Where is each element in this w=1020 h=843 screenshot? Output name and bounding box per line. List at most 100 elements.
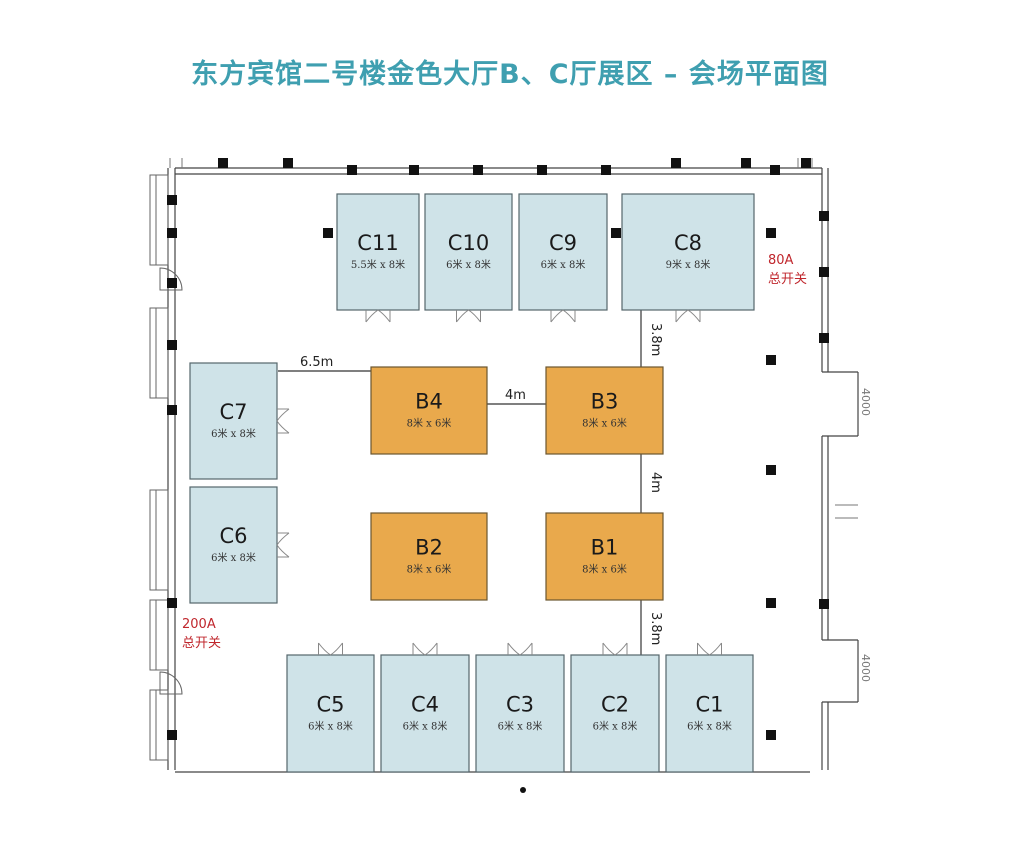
booth-size: 8米 x 6米	[582, 563, 627, 576]
booth-size: 6米 x 8米	[211, 551, 256, 564]
arch-dim-upper: 4000	[859, 388, 872, 416]
booth-c1[interactable]: C1 6米 x 8米	[665, 642, 754, 773]
booth-size: 9米 x 8米	[666, 258, 711, 271]
power-200a-label: 总开关	[182, 636, 221, 651]
booth-door-icon	[276, 532, 290, 558]
dim-b3-b1: 4m	[648, 472, 663, 493]
booth-rect	[570, 654, 660, 773]
pillar	[819, 333, 829, 343]
pillar	[167, 405, 177, 415]
pillar	[409, 165, 419, 175]
booth-c3[interactable]: C3 6米 x 8米	[475, 642, 565, 773]
booth-rect	[380, 654, 470, 773]
pillar	[167, 195, 177, 205]
booth-label: C3	[506, 693, 534, 717]
power-80a-amp: 80A	[768, 253, 794, 268]
pillar	[537, 165, 547, 175]
pillar	[766, 465, 776, 475]
booth-size: 6米 x 8米	[541, 258, 586, 271]
pillar	[167, 278, 177, 288]
booth-size: 8米 x 6米	[582, 417, 627, 430]
booth-door-icon	[318, 642, 343, 656]
booth-door-icon	[412, 642, 438, 656]
power-80a-label: 总开关	[768, 272, 807, 287]
left-door-units	[149, 174, 183, 761]
booth-size: 6米 x 8米	[498, 720, 543, 733]
pillar	[323, 228, 333, 238]
booth-c9[interactable]: C9 6米 x 8米	[518, 193, 608, 323]
booth-rect	[545, 512, 664, 601]
pillar	[218, 158, 228, 168]
booth-b1[interactable]: B1 8米 x 6米	[545, 512, 664, 601]
booth-rect	[545, 366, 664, 455]
booth-label: B2	[415, 536, 443, 560]
pillars	[167, 158, 829, 740]
pillar	[283, 158, 293, 168]
booth-label: C4	[411, 693, 439, 717]
booth-c6[interactable]: C6 6米 x 8米	[189, 486, 290, 604]
arch-dim-lower: 4000	[859, 654, 872, 682]
booth-c8[interactable]: C8 9米 x 8米	[621, 193, 755, 323]
booth-rect	[189, 486, 278, 604]
booth-label: C10	[448, 231, 489, 255]
right-door-units	[169, 158, 858, 519]
booth-door-icon	[365, 309, 391, 323]
booth-label: C6	[219, 524, 247, 548]
pillar	[766, 228, 776, 238]
booth-label: C1	[695, 693, 723, 717]
pillar	[801, 158, 811, 168]
pillar	[167, 340, 177, 350]
booth-door-icon	[550, 309, 576, 323]
booth-rect	[475, 654, 565, 773]
booth-label: C8	[674, 231, 702, 255]
booth-rect	[189, 362, 278, 480]
booth-rect	[370, 366, 488, 455]
booth-door-icon	[456, 309, 481, 323]
booth-door-icon	[602, 642, 628, 656]
booth-label: C5	[316, 693, 344, 717]
pillar	[766, 355, 776, 365]
booth-c4[interactable]: C4 6米 x 8米	[380, 642, 470, 773]
pillar	[819, 211, 829, 221]
booth-label: B3	[591, 390, 619, 414]
power-200a-amp: 200A	[182, 617, 216, 632]
pillar	[770, 165, 780, 175]
booth-label: B1	[591, 536, 619, 560]
dim-b4-b3: 4m	[505, 388, 526, 403]
booth-rect	[665, 654, 754, 773]
pillar	[819, 267, 829, 277]
pillar	[671, 158, 681, 168]
pillar	[766, 598, 776, 608]
booth-size: 6米 x 8米	[593, 720, 638, 733]
booth-size: 6米 x 8米	[403, 720, 448, 733]
pillar	[167, 598, 177, 608]
booth-label: C9	[549, 231, 577, 255]
pillar	[347, 165, 357, 175]
pillar	[473, 165, 483, 175]
booth-label: C2	[601, 693, 629, 717]
pillar	[819, 599, 829, 609]
page-indicator-dot	[520, 787, 526, 793]
booth-rect	[424, 193, 513, 311]
booth-b3[interactable]: B3 8米 x 6米	[545, 366, 664, 455]
pillar	[766, 730, 776, 740]
page-title: 东方宾馆二号楼金色大厅B、C厅展区 – 会场平面图	[191, 59, 829, 90]
booth-c2[interactable]: C2 6米 x 8米	[570, 642, 660, 773]
pillar	[601, 165, 611, 175]
booth-size: 6米 x 8米	[687, 720, 732, 733]
booth-rect	[370, 512, 488, 601]
booth-size: 8米 x 6米	[407, 417, 452, 430]
booth-rect	[336, 193, 420, 311]
dim-c8-b3: 3.8m	[648, 323, 663, 356]
booth-door-icon	[697, 642, 722, 656]
pillar	[611, 228, 621, 238]
booth-rect	[286, 654, 375, 773]
